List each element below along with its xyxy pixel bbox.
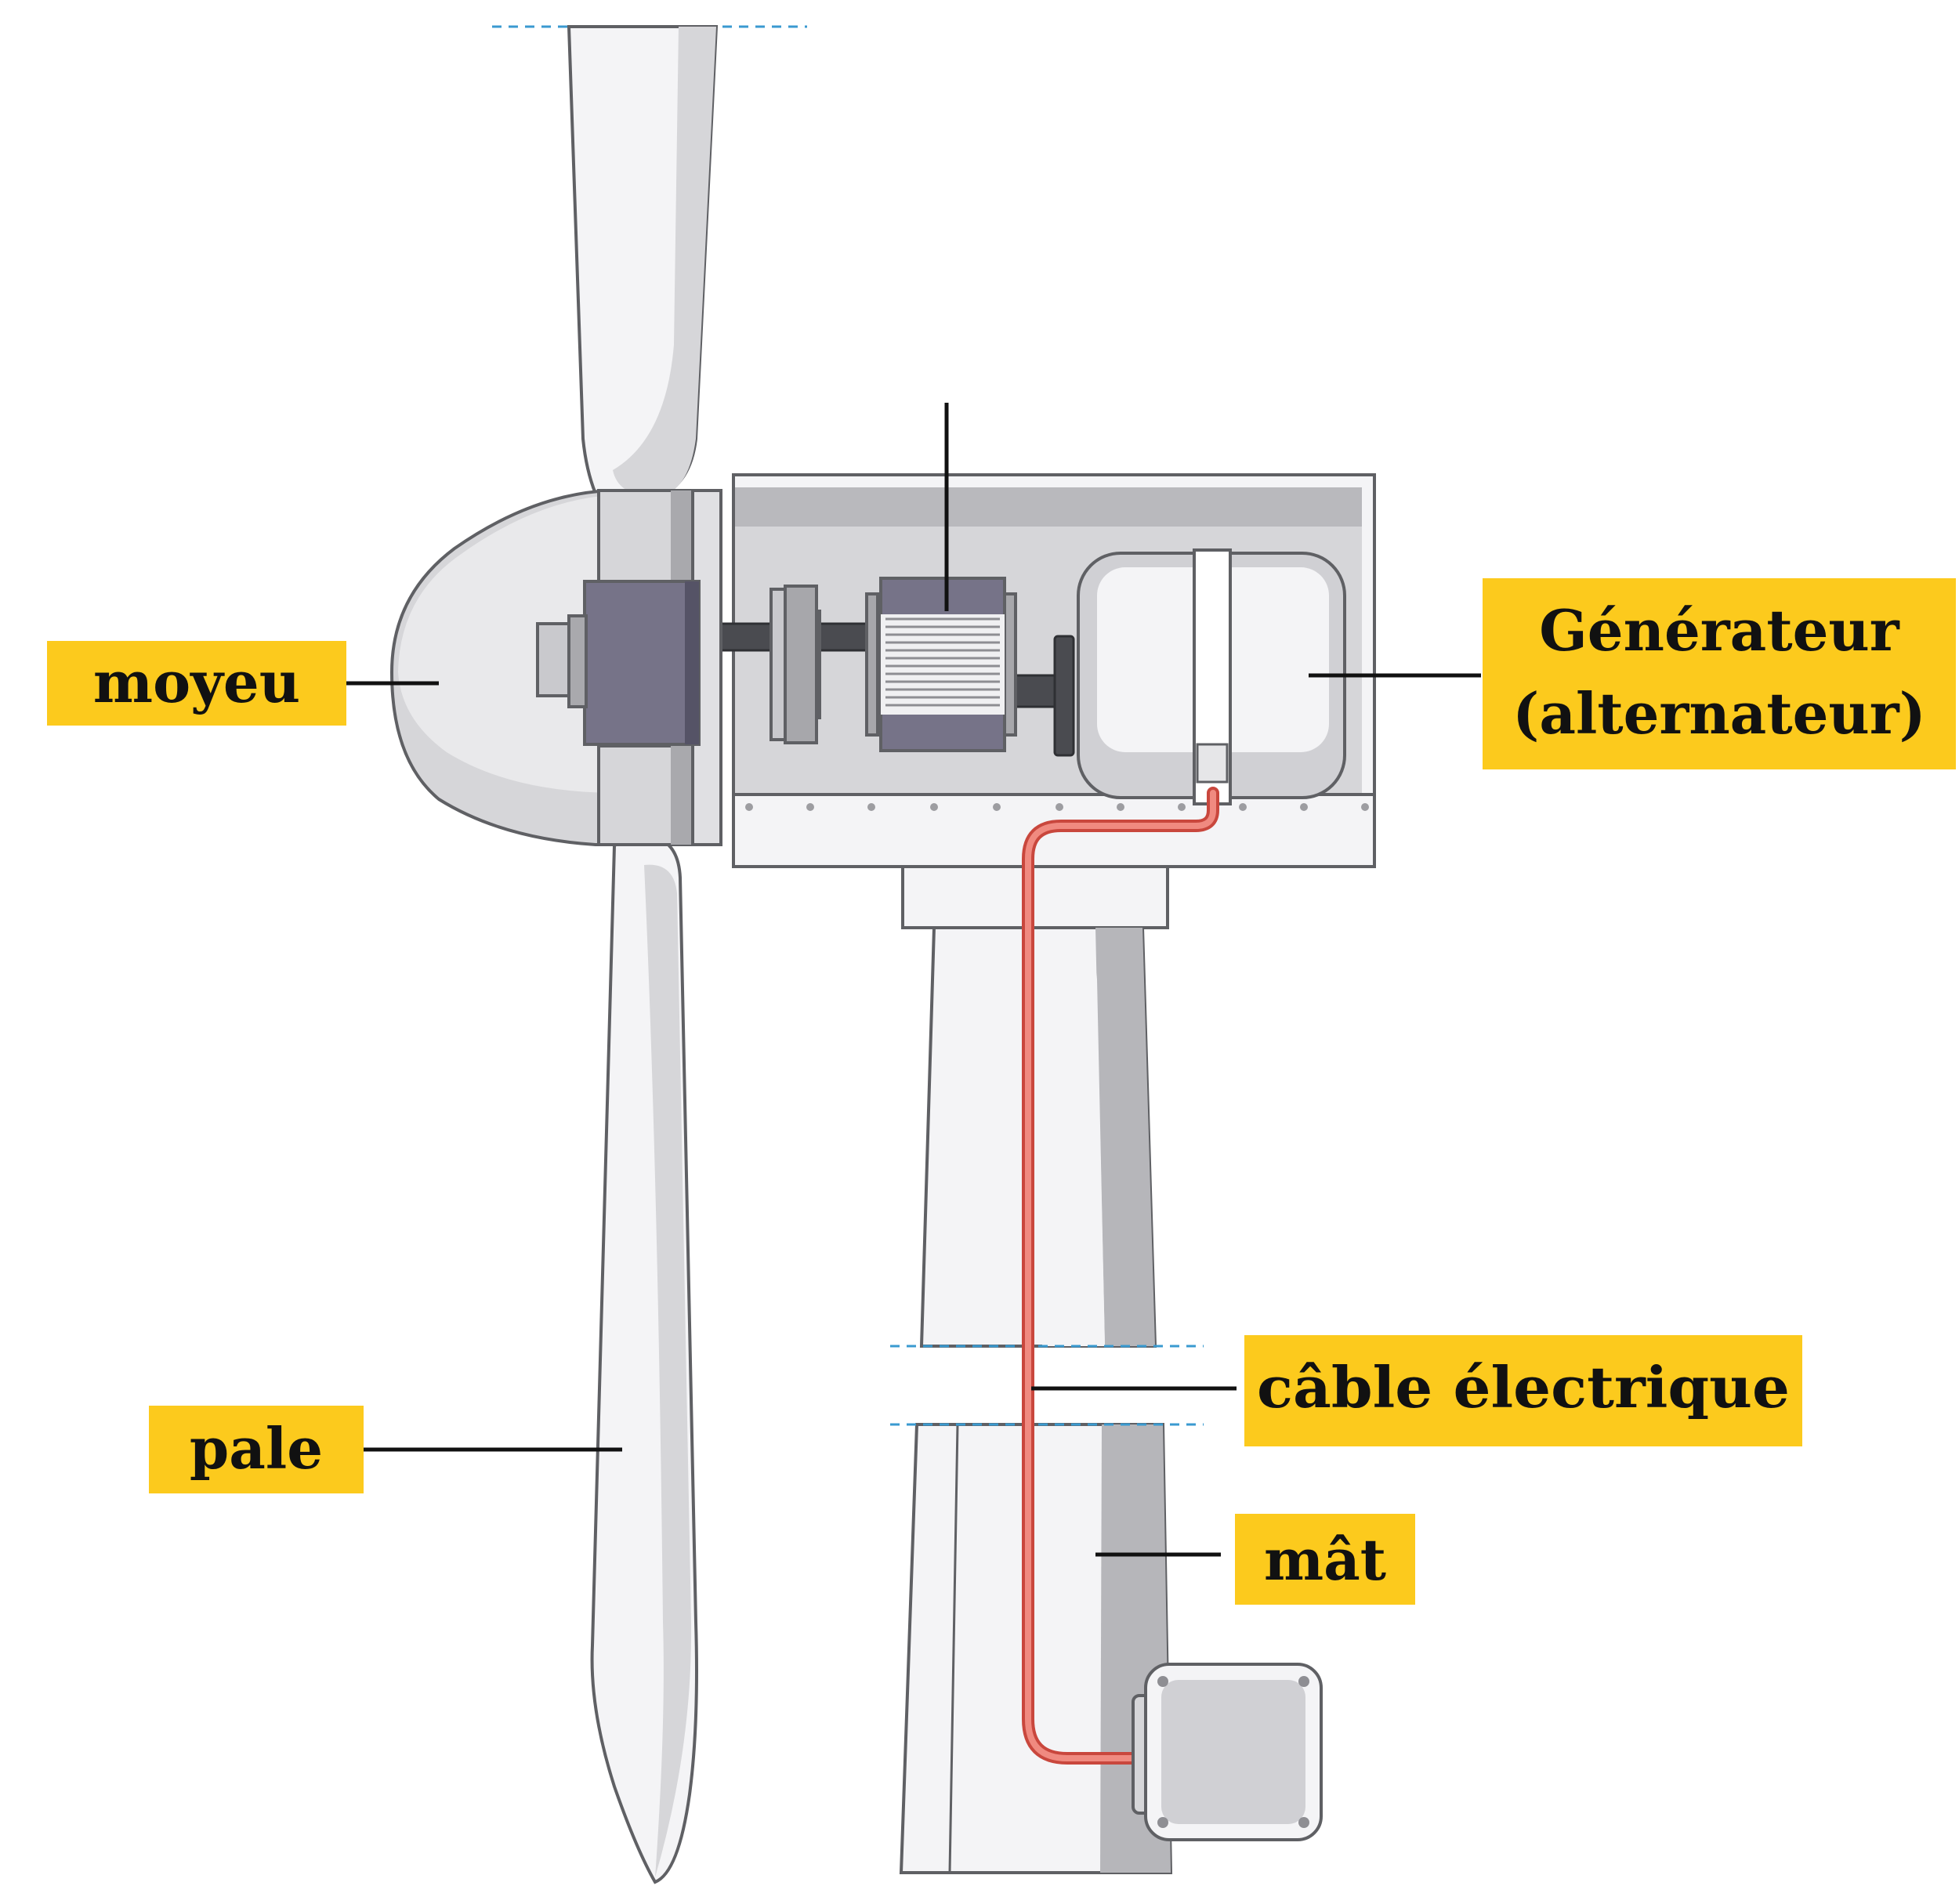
label-cable: câble électrique xyxy=(1244,1335,1802,1446)
coupling xyxy=(769,585,821,744)
label-generateur-line2: (alternateur) xyxy=(1512,680,1925,747)
generator xyxy=(1077,548,1346,805)
label-moyeu-text: moyeu xyxy=(93,649,300,715)
generator-flange xyxy=(1053,635,1075,757)
tower xyxy=(899,862,1173,1874)
label-generateur: Générateur (alternateur) xyxy=(1483,578,1956,769)
nose-cone xyxy=(389,489,722,846)
junction-box-icon xyxy=(1132,1663,1323,1841)
gearbox xyxy=(865,577,1017,752)
label-cable-text: câble électrique xyxy=(1257,1354,1790,1421)
label-mat-bg xyxy=(1235,1514,1415,1605)
label-moyeu: moyeu xyxy=(47,641,346,726)
leader-lines xyxy=(346,403,1481,1557)
gearbox-teeth xyxy=(885,617,1000,707)
lower-blade xyxy=(590,836,698,1884)
label-pale-text: pale xyxy=(190,1415,323,1482)
label-moyeu-bg xyxy=(47,641,346,726)
label-cable-bg xyxy=(1244,1335,1802,1446)
hub-body xyxy=(583,580,701,746)
electric-cable xyxy=(1022,787,1219,1765)
label-mat: mât xyxy=(1235,1514,1415,1605)
label-mat-text: mât xyxy=(1264,1526,1386,1593)
label-generateur-bg xyxy=(1483,578,1956,769)
tower-top-adapter xyxy=(901,862,1169,929)
label-pale: pale xyxy=(149,1406,364,1493)
floor-rivets xyxy=(745,803,1369,811)
upper-blade xyxy=(567,25,719,504)
junction-box-screws xyxy=(1157,1676,1309,1828)
label-generateur-line1: Générateur xyxy=(1539,597,1899,664)
label-pale-bg xyxy=(149,1406,364,1493)
